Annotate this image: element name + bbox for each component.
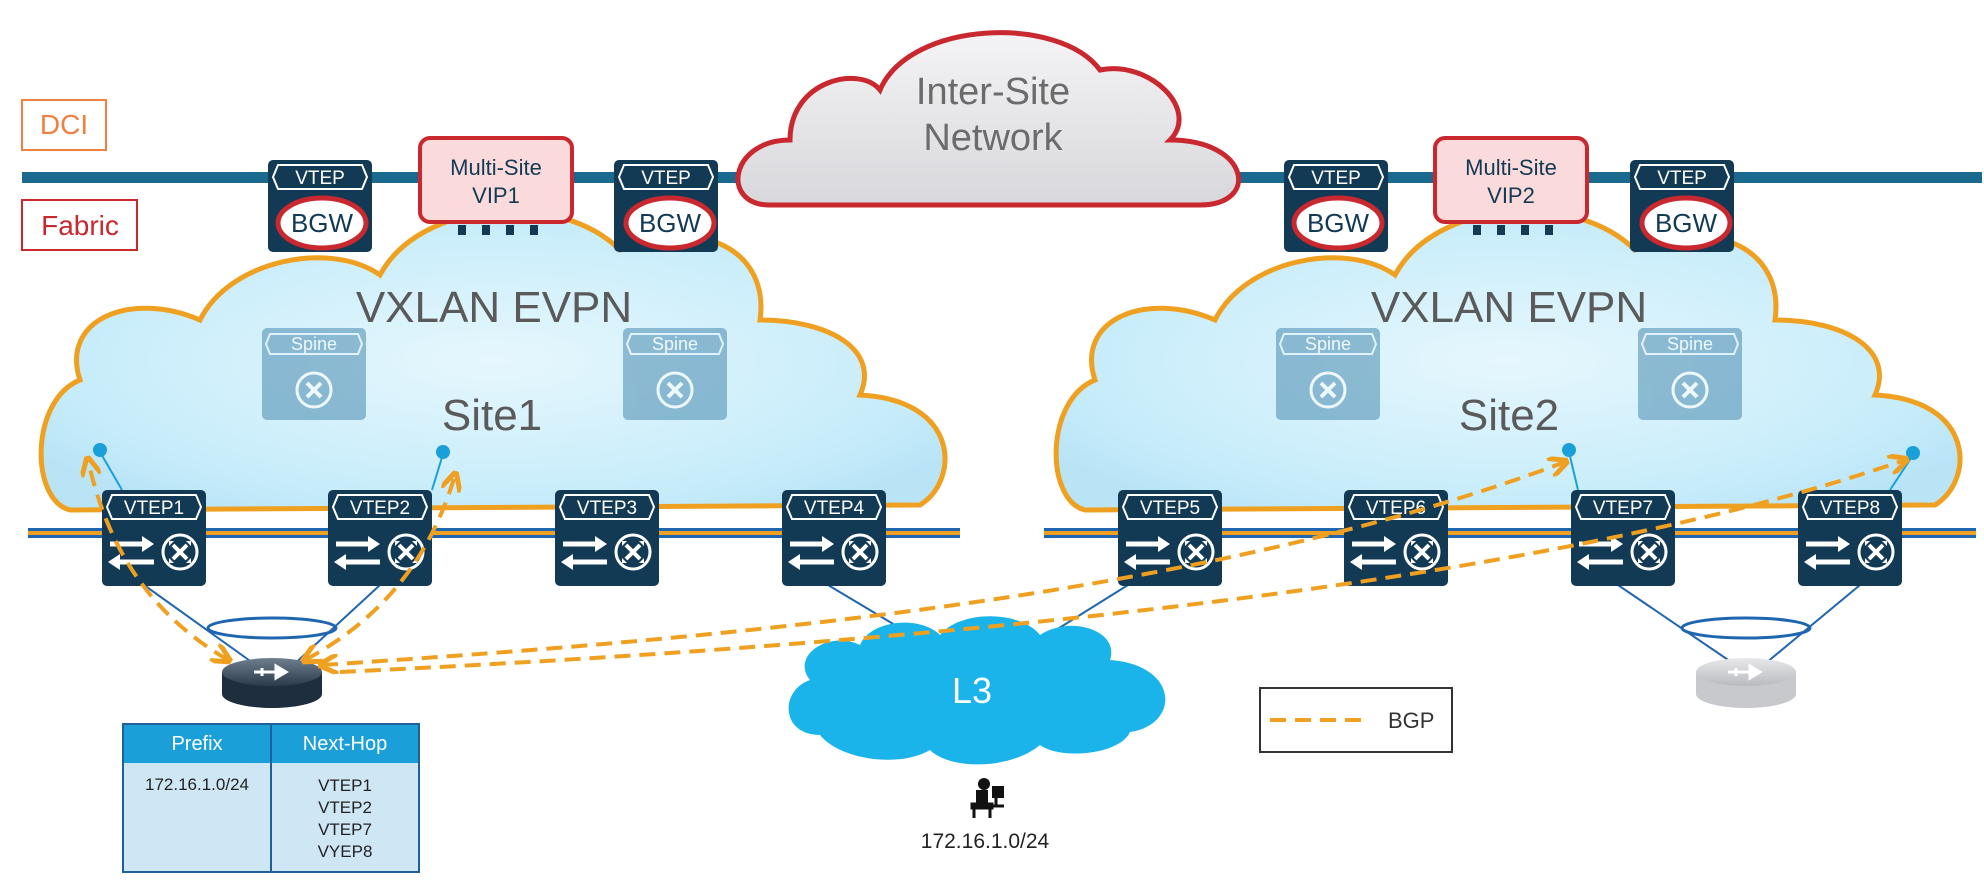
svg-text:BGW: BGW — [1655, 208, 1718, 238]
svg-text:VTEP: VTEP — [295, 168, 345, 189]
site2-cloud — [1053, 208, 1963, 513]
svg-text:Spine: Spine — [1667, 334, 1713, 354]
site2-label: Site2 — [1459, 391, 1559, 440]
svg-text:Multi-Site: Multi-Site — [450, 155, 542, 180]
svg-text:Multi-Site: Multi-Site — [1465, 155, 1557, 180]
host-icon — [970, 778, 1004, 818]
next-hop-entry: VYEP8 — [317, 842, 373, 861]
spine-switch: Spine — [1638, 328, 1742, 420]
next-hop-header: Next-Hop — [302, 732, 388, 755]
routing-table-row: 172.16.1.0/24 VTEP1 VTEP2 VTEP7 VYEP8 — [124, 763, 418, 871]
leaf-switch-vtep8: VTEP8 — [1798, 490, 1902, 586]
isn-label-line1: Inter-Site — [916, 71, 1070, 113]
next-hop-cell: VTEP1 VTEP2 VTEP7 VYEP8 — [272, 763, 418, 871]
next-hop-entry: VTEP1 — [318, 776, 372, 795]
routing-table: Prefix Next-Hop 172.16.1.0/24 VTEP1 VTEP… — [122, 723, 420, 873]
site1-cloud — [38, 208, 948, 513]
legend: BGP — [1259, 687, 1453, 753]
legend-bgp-label: BGP — [1388, 708, 1434, 733]
site1-label: Site1 — [442, 391, 542, 440]
svg-text:VTEP: VTEP — [1311, 168, 1361, 189]
spine-switch: Spine — [623, 328, 727, 420]
leaf-switch-vtep6: VTEP6 — [1344, 490, 1448, 586]
leaf-switch-vtep3: VTEP3 — [555, 490, 659, 586]
svg-text:Spine: Spine — [291, 334, 337, 354]
site2-vxlan-label: VXLAN EVPN — [1371, 283, 1647, 332]
svg-text:Spine: Spine — [1305, 334, 1351, 354]
leaf-switch-vtep1: VTEP1 — [102, 490, 206, 586]
next-hop-entry: VTEP7 — [318, 820, 372, 839]
leaf-switch-vtep7: VTEP7 — [1571, 490, 1675, 586]
leaf-switch-vtep4: VTEP4 — [782, 490, 886, 586]
svg-text:VTEP2: VTEP2 — [350, 498, 410, 519]
svg-text:VIP1: VIP1 — [472, 183, 520, 208]
svg-text:VTEP8: VTEP8 — [1820, 498, 1880, 519]
svg-text:VTEP7: VTEP7 — [1593, 498, 1653, 519]
prefix-cell: 172.16.1.0/24 — [124, 763, 272, 871]
fabric-label: Fabric — [21, 199, 138, 251]
multi-site-vip1: Multi-Site VIP1 — [418, 136, 574, 235]
routing-table-header: Prefix Next-Hop — [124, 725, 418, 763]
leaf-switch-vtep2: VTEP2 — [328, 490, 432, 586]
router-icon-faded — [1696, 658, 1796, 708]
svg-text:VIP2: VIP2 — [1487, 183, 1535, 208]
leaf-switch-vtep5: VTEP5 — [1118, 490, 1222, 586]
bgw-switch: VTEP BGW — [1630, 160, 1734, 252]
svg-text:BGW: BGW — [291, 208, 354, 238]
svg-text:VTEP: VTEP — [641, 168, 691, 189]
svg-text:VTEP1: VTEP1 — [124, 498, 184, 519]
host-subnet-label: 172.16.1.0/24 — [921, 830, 1050, 853]
svg-text:Fabric: Fabric — [41, 210, 119, 241]
spine-switch: Spine — [262, 328, 366, 420]
prefix-header: Prefix — [124, 725, 272, 763]
svg-text:Spine: Spine — [652, 334, 698, 354]
svg-text:VTEP4: VTEP4 — [804, 498, 865, 519]
svg-text:BGW: BGW — [639, 208, 702, 238]
dci-label: DCI — [21, 99, 107, 151]
svg-text:VTEP: VTEP — [1657, 168, 1707, 189]
site1-vxlan-label: VXLAN EVPN — [356, 283, 632, 332]
bgw-switch: VTEP BGW — [1284, 160, 1388, 252]
router-icon — [222, 658, 322, 708]
inter-site-network-cloud: Inter-Site Network — [735, 30, 1241, 208]
multi-site-vip2: Multi-Site VIP2 — [1433, 136, 1589, 235]
bgw-switch: VTEP BGW — [614, 160, 718, 252]
bgp-arrows — [88, 460, 1905, 672]
svg-text:L3: L3 — [952, 670, 992, 711]
svg-text:VTEP3: VTEP3 — [577, 498, 637, 519]
svg-text:VTEP5: VTEP5 — [1140, 498, 1200, 519]
isn-label-line2: Network — [923, 117, 1063, 159]
bgw-switch: VTEP BGW — [268, 160, 372, 252]
spine-switch: Spine — [1276, 328, 1380, 420]
svg-text:BGW: BGW — [1307, 208, 1370, 238]
next-hop-entry: VTEP2 — [318, 798, 372, 817]
svg-text:DCI: DCI — [40, 109, 88, 140]
